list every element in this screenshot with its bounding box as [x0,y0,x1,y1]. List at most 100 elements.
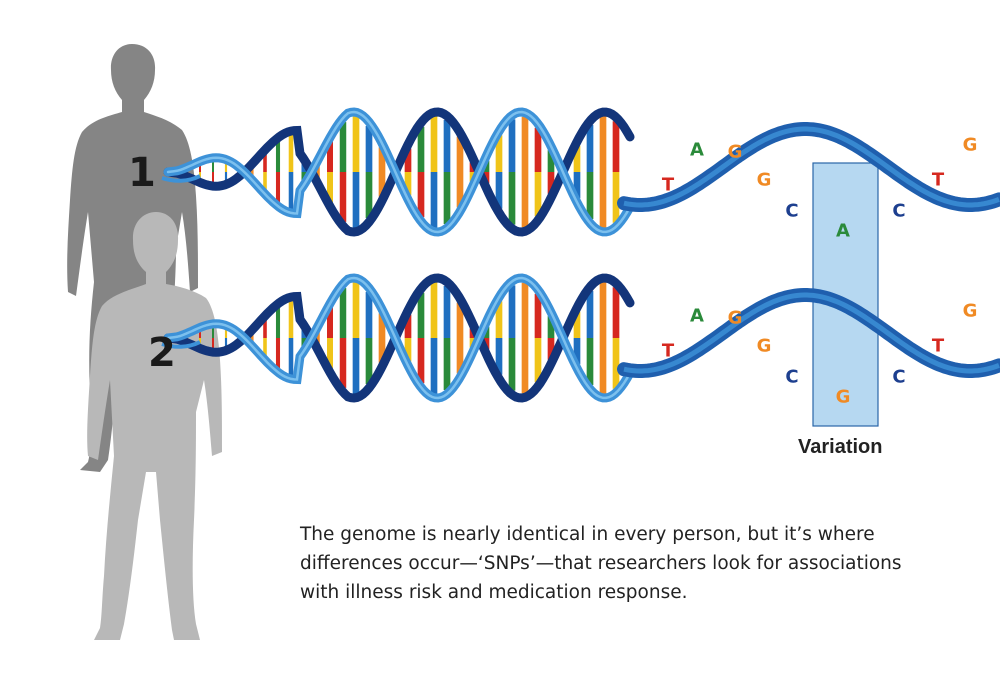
base-pair-rung [365,291,373,338]
base-pair-rung [430,172,438,228]
base-letter-A: A [836,220,850,242]
base-pair-rung [612,172,620,223]
base-pair-rung [404,172,412,196]
base-pair-rung [495,172,503,209]
base-pair-rung [495,301,503,338]
base-pair-rung [508,172,516,225]
base-pair-rung [443,119,451,172]
base-letter-G: G [727,307,743,329]
base-pair-rung [327,172,333,203]
base-pair-rung [339,338,347,388]
base-pair-rung [327,141,333,172]
base-letter-G: G [835,386,851,408]
base-pair-rung [443,338,451,391]
base-pair-rung [612,121,620,172]
dna-backbone [163,107,635,237]
base-pair-rung [263,319,267,338]
base-pair-rung [521,172,529,228]
base-pair-rung [365,125,373,172]
base-letter-C: C [785,200,799,222]
base-pair-rung [521,116,529,172]
base-pair-rung [599,338,607,394]
base-pair-rung [443,172,451,225]
base-pair-rung [378,338,386,363]
base-pair-rung [417,292,425,338]
base-pair-rung [456,302,464,338]
base-pair-rung [456,172,464,208]
caption: The genome is nearly identical in every … [300,524,902,603]
base-pair-rung [573,338,581,365]
base-pair-rung [199,338,201,345]
base-pair-rung [430,116,438,172]
base-letter-G: G [756,169,772,191]
base-letter-T: T [661,340,675,362]
person-2-label: 2 [148,330,176,376]
base-letter-T: T [931,169,945,191]
base-pair-rung [263,172,267,191]
base-pair-rung [404,148,412,172]
base-pair-rung [547,172,555,194]
base-pair-rung [352,116,360,172]
base-pair-rung [521,338,529,394]
base-pair-rung [199,331,201,338]
base-pair-rung [456,338,464,374]
base-pair-rung [339,172,347,222]
base-pair-rung [573,311,581,338]
base-pair-rung [212,327,214,338]
base-pair-rung [573,172,581,199]
base-pair-rung [521,282,529,338]
base-pair-rung [547,316,555,338]
base-pair-rung [212,172,214,183]
dna-backbone [166,110,632,234]
base-pair-rung [352,282,360,338]
base-pair-rung [378,147,386,172]
base-letter-G: G [962,300,978,322]
base-pair-rung [224,338,228,347]
base-pair-rung [288,135,294,172]
base-pair-rung [599,172,607,228]
base-pair-rung [327,307,333,338]
dna-backbone [166,276,632,400]
base-letter-A: A [690,139,704,161]
base-pair-rung [586,172,594,220]
base-pair-rung [199,172,201,179]
base-letter-A: A [690,305,704,327]
base-pair-rung [599,282,607,338]
base-pair-rung [508,119,516,172]
base-letter-C: C [892,200,906,222]
base-letter-G: G [727,141,743,163]
person-2-silhouette [87,212,222,640]
base-pair-rung [378,172,386,197]
base-pair-rung [275,141,281,172]
base-pair-rung [495,338,503,375]
base-pair-rung [212,161,214,172]
base-pair-rung [404,338,412,362]
base-pair-rung [547,150,555,172]
base-pair-rung [534,338,542,383]
base-pair-rung [288,338,294,375]
base-pair-rung [508,285,516,338]
base-letter-C: C [785,366,799,388]
single-strand-highlight [623,126,1000,208]
base-pair-rung [534,293,542,338]
base-pair-rung [224,163,228,172]
base-letter-T: T [931,335,945,357]
base-letter-G: G [962,134,978,156]
dna-tail [161,174,201,183]
base-pair-rung [417,172,425,218]
base-pair-rung [288,172,294,209]
base-letter-C: C [892,366,906,388]
base-pair-rung [612,287,620,338]
base-pair-rung [573,145,581,172]
base-pair-rung [352,172,360,228]
variation-label: Variation [798,436,883,458]
base-pair-rung [275,172,281,203]
base-pair-rung [339,122,347,172]
base-pair-rung [430,338,438,394]
base-pair-rung [275,307,281,338]
base-pair-rung [612,338,620,389]
base-pair-rung [443,285,451,338]
dna-tail [161,340,201,349]
